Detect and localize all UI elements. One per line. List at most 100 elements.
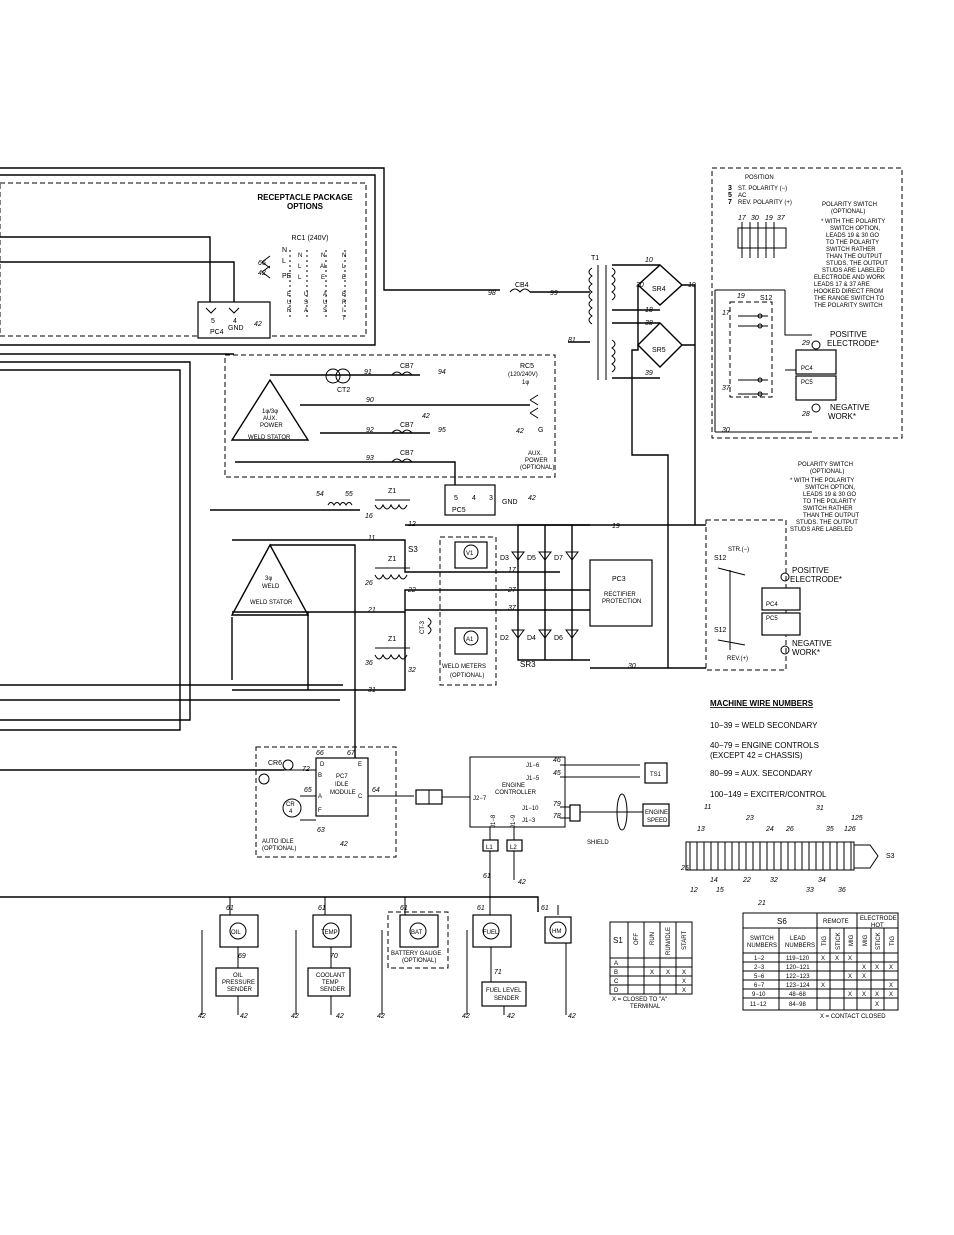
svg-text:31: 31	[816, 805, 824, 812]
svg-text:STUDS. THE OUTPUT: STUDS. THE OUTPUT	[826, 261, 888, 267]
svg-text:LEAD: LEAD	[790, 936, 806, 942]
svg-text:PC4: PC4	[766, 602, 778, 608]
svg-text:TERMINAL: TERMINAL	[630, 1004, 661, 1010]
svg-text:J1−10: J1−10	[522, 806, 539, 812]
svg-text:WELD STATOR: WELD STATOR	[250, 600, 293, 606]
t1-label: T1	[591, 255, 599, 262]
svg-text:9−10: 9−10	[752, 992, 766, 998]
svg-text:N: N	[282, 247, 287, 254]
svg-text:L1: L1	[486, 845, 493, 851]
svg-text:X: X	[650, 970, 654, 976]
svg-text:SENDER: SENDER	[320, 987, 346, 993]
oil-gauge	[219, 914, 259, 948]
svg-text:55: 55	[345, 491, 353, 498]
svg-text:27: 27	[507, 587, 517, 594]
svg-text:36: 36	[365, 660, 373, 667]
svg-text:18: 18	[645, 307, 653, 314]
svg-text:X = CLOSED TO "A": X = CLOSED TO "A"	[612, 997, 667, 1003]
svg-text:26: 26	[785, 826, 794, 833]
svg-text:PC4: PC4	[801, 366, 813, 372]
svg-text:42: 42	[240, 1013, 248, 1020]
svg-text:71: 71	[494, 969, 502, 976]
svg-text:L: L	[298, 275, 302, 281]
svg-text:N: N	[321, 253, 325, 259]
svg-text:FUEL: FUEL	[483, 930, 499, 936]
s12-mid-label-2: S12	[714, 627, 727, 634]
svg-text:D4: D4	[527, 635, 536, 642]
svg-text:B: B	[614, 970, 618, 976]
svg-text:BATTERY GAUGE: BATTERY GAUGE	[391, 951, 441, 957]
svg-text:L: L	[342, 264, 346, 270]
svg-text:X: X	[889, 992, 893, 998]
z1-label-2: Z1	[388, 556, 396, 563]
svg-text:* WITH THE POLARITY: * WITH THE POLARITY	[821, 219, 885, 225]
svg-text:U: U	[304, 292, 308, 298]
left-bus-lines	[0, 167, 539, 912]
engine-controller-section: ENGINE CONTROLLER J2−7 J1−6 J1−5 J1−10 J…	[442, 756, 670, 897]
svg-text:10: 10	[645, 257, 653, 264]
svg-text:THE RANGE SWITCH TO: THE RANGE SWITCH TO	[814, 296, 884, 302]
ct2-label: CT2	[337, 387, 350, 394]
svg-text:OIL: OIL	[231, 930, 241, 936]
svg-text:GND: GND	[228, 325, 244, 332]
svg-text:J1−9: J1−9	[511, 814, 517, 828]
svg-text:61: 61	[400, 905, 408, 912]
svg-text:NEGATIVE: NEGATIVE	[792, 639, 832, 648]
svg-text:AC: AC	[738, 193, 747, 199]
svg-text:NUMBERS: NUMBERS	[747, 943, 777, 949]
svg-text:19: 19	[737, 293, 745, 300]
svg-text:10−39 = WELD SECONDARY: 10−39 = WELD SECONDARY	[710, 721, 818, 730]
svg-text:A: A	[614, 961, 618, 967]
svg-text:11: 11	[704, 804, 711, 811]
svg-text:S6: S6	[777, 917, 787, 926]
svg-text:OIL: OIL	[233, 973, 243, 979]
svg-text:V1: V1	[466, 551, 474, 557]
svg-text:ELECTRODE*: ELECTRODE*	[790, 575, 842, 584]
receptacle-title: RECEPTACLE PACKAGE	[257, 193, 353, 202]
svg-text:42: 42	[377, 1013, 385, 1020]
svg-text:D3: D3	[500, 555, 509, 562]
svg-text:CT-3: CT-3	[420, 620, 426, 634]
svg-text:J1−6: J1−6	[526, 763, 540, 769]
svg-text:81: 81	[568, 337, 576, 344]
svg-text:19: 19	[612, 523, 620, 530]
svg-text:11: 11	[368, 535, 375, 542]
svg-text:(OPTIONAL): (OPTIONAL)	[402, 958, 436, 964]
svg-text:X: X	[835, 956, 839, 962]
fuel-gauge	[472, 914, 512, 948]
rc5-label: RC5	[520, 363, 534, 370]
svg-text:X: X	[682, 979, 686, 985]
svg-text:C: C	[614, 979, 619, 985]
svg-text:X: X	[666, 970, 670, 976]
svg-text:TIG: TIG	[822, 936, 828, 946]
svg-text:61: 61	[541, 905, 549, 912]
svg-text:42: 42	[258, 270, 266, 277]
svg-text:ELECTRODE AND WORK: ELECTRODE AND WORK	[814, 275, 885, 281]
svg-text:U: U	[287, 300, 291, 306]
pc3-label: PC3	[612, 576, 626, 583]
svg-text:HOOKED DIRECT FROM: HOOKED DIRECT FROM	[814, 289, 883, 295]
polarity-switch-mid: POLARITY SWITCH (OPTIONAL) * WITH THE PO…	[705, 462, 860, 671]
svg-text:7: 7	[728, 199, 732, 206]
svg-text:PRESSURE: PRESSURE	[222, 980, 255, 986]
svg-text:D5: D5	[527, 555, 536, 562]
svg-text:C: C	[358, 794, 363, 800]
svg-text:LEADS 19 & 30 GO: LEADS 19 & 30 GO	[826, 233, 879, 239]
svg-text:54: 54	[316, 491, 324, 498]
ts1-label: TS1	[650, 772, 662, 778]
hour-meter	[544, 916, 572, 944]
svg-text:MODULE: MODULE	[330, 790, 356, 796]
svg-text:84−98: 84−98	[789, 1002, 807, 1008]
svg-text:69: 69	[238, 953, 246, 960]
svg-text:30: 30	[628, 663, 636, 670]
svg-text:78: 78	[553, 813, 561, 820]
svg-text:25: 25	[680, 865, 689, 872]
svg-text:126: 126	[844, 826, 856, 833]
svg-text:COOLANT: COOLANT	[316, 973, 345, 979]
svg-text:X: X	[682, 970, 686, 976]
svg-text:TEMP: TEMP	[321, 930, 338, 936]
svg-text:T: T	[342, 316, 346, 322]
cb7-label-1: CB7	[400, 363, 414, 370]
svg-text:L: L	[282, 258, 286, 265]
